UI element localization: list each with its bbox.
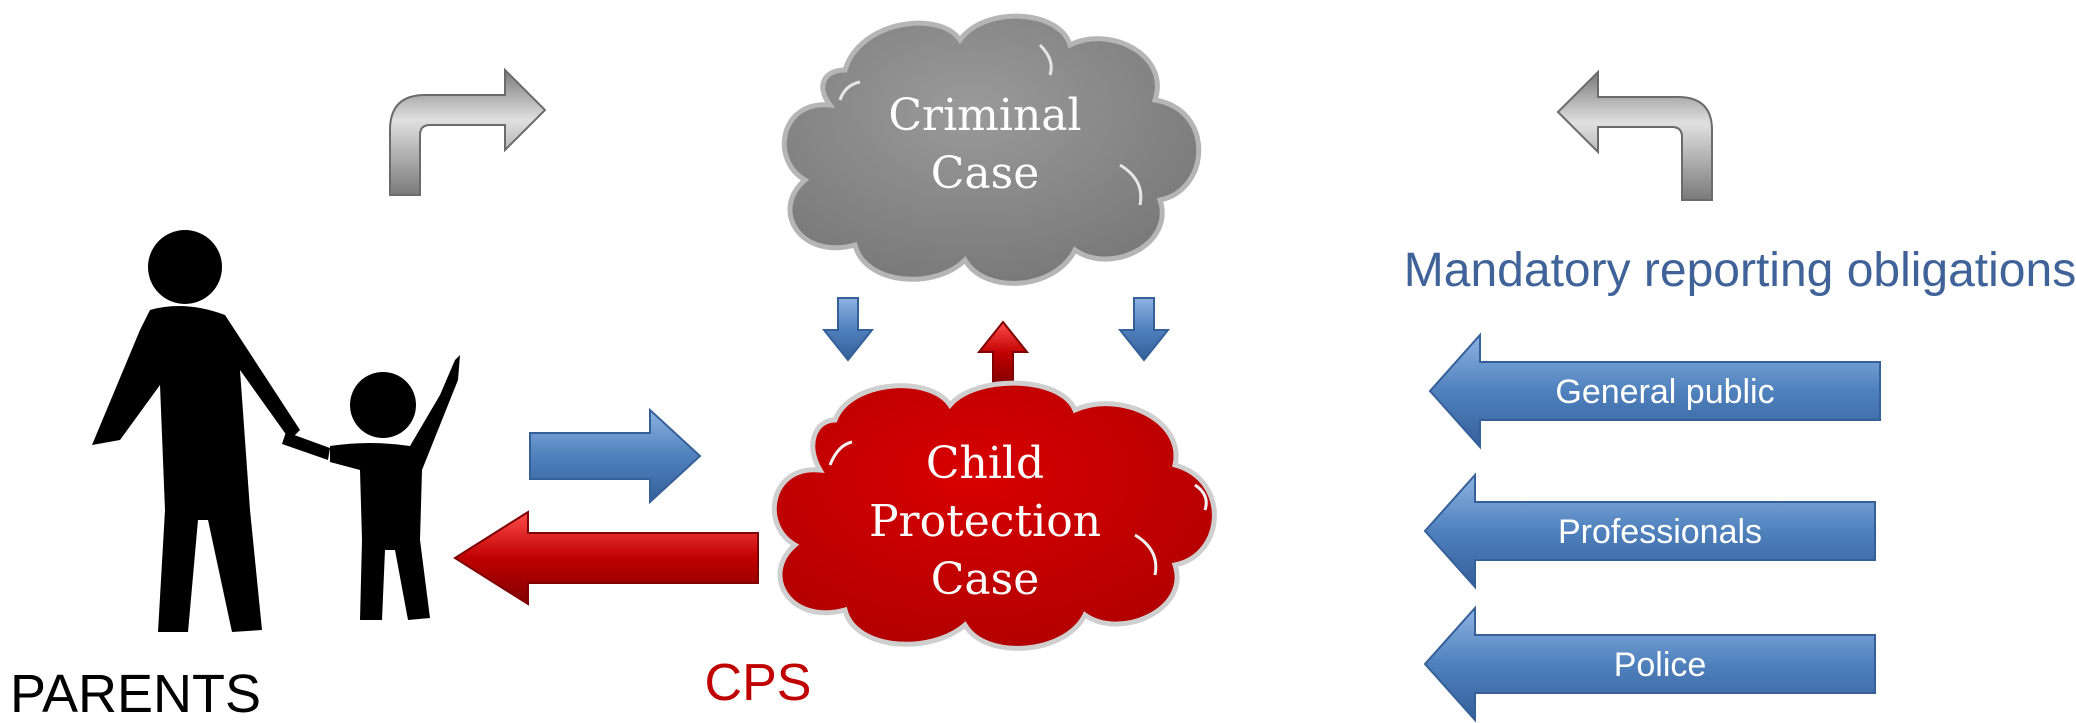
- child-protection-line3: Case: [931, 554, 1040, 605]
- down-arrow-right-icon: [1117, 297, 1171, 362]
- criminal-case-line2: Case: [931, 148, 1040, 199]
- parents-label: PARENTS: [10, 664, 261, 723]
- child-protection-line1: Child: [926, 438, 1044, 489]
- down-arrow-left-icon: [821, 297, 875, 362]
- reporter-arrow-general-public: General public: [1428, 332, 1881, 450]
- child-protection-line2: Protection: [869, 496, 1101, 547]
- professionals-label: Professionals: [1558, 513, 1762, 551]
- curved-arrow-right-icon: [389, 67, 547, 196]
- mandatory-reporting-label: Mandatory reporting obligations: [1404, 244, 2076, 297]
- general-public-label: General public: [1555, 373, 1774, 411]
- reporter-arrow-professionals: Professionals: [1423, 472, 1876, 590]
- curved-arrow-left-icon: [1556, 69, 1713, 201]
- left-arrow-red-icon: [453, 510, 759, 606]
- right-arrow-blue-icon: [529, 407, 702, 505]
- child-protection-case-cloud: Child Protection Case: [771, 380, 1217, 651]
- reporter-arrow-police: Police: [1423, 605, 1876, 723]
- parent-child-silhouette-icon: [92, 230, 460, 632]
- police-label: Police: [1614, 646, 1707, 684]
- criminal-case-line1: Criminal: [888, 90, 1081, 141]
- cps-label: CPS: [705, 654, 812, 712]
- up-arrow-red-icon: [976, 320, 1030, 386]
- criminal-case-cloud: Criminal Case: [781, 13, 1202, 286]
